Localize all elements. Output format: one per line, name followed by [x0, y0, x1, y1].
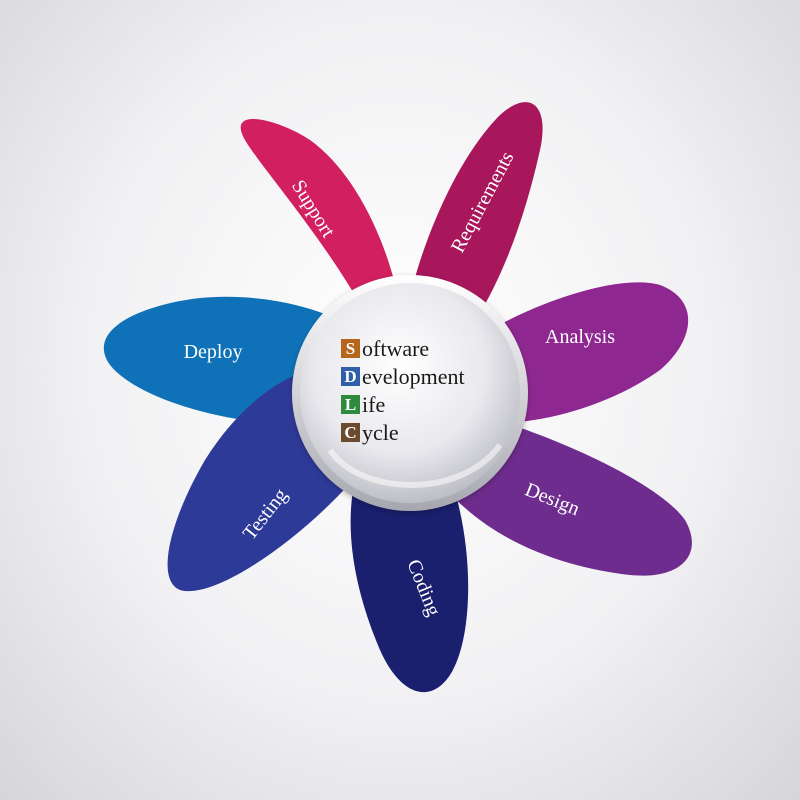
acronym-word: ife	[362, 392, 385, 417]
acronym-letter: L	[345, 395, 356, 414]
center-hub	[292, 275, 528, 511]
acronym-line-software: S oftware	[341, 336, 429, 361]
sdlc-acronym: S oftware D evelopment L ife C ycle	[341, 336, 465, 445]
petal-label-deploy: Deploy	[184, 341, 243, 363]
acronym-line-life: L ife	[341, 392, 385, 417]
acronym-letter: D	[344, 367, 356, 386]
acronym-word: oftware	[362, 336, 429, 361]
acronym-letter-box	[341, 395, 360, 414]
acronym-line-cycle: C ycle	[341, 420, 399, 445]
acronym-letter: C	[344, 423, 356, 442]
acronym-letter-box	[341, 367, 360, 386]
petal-label-analysis: Analysis	[545, 326, 615, 348]
acronym-letter: S	[346, 339, 355, 358]
acronym-line-development: D evelopment	[341, 364, 465, 389]
acronym-letter-box	[341, 423, 360, 442]
acronym-letter-box	[341, 339, 360, 358]
acronym-word: evelopment	[362, 364, 465, 389]
acronym-word: ycle	[362, 420, 399, 445]
